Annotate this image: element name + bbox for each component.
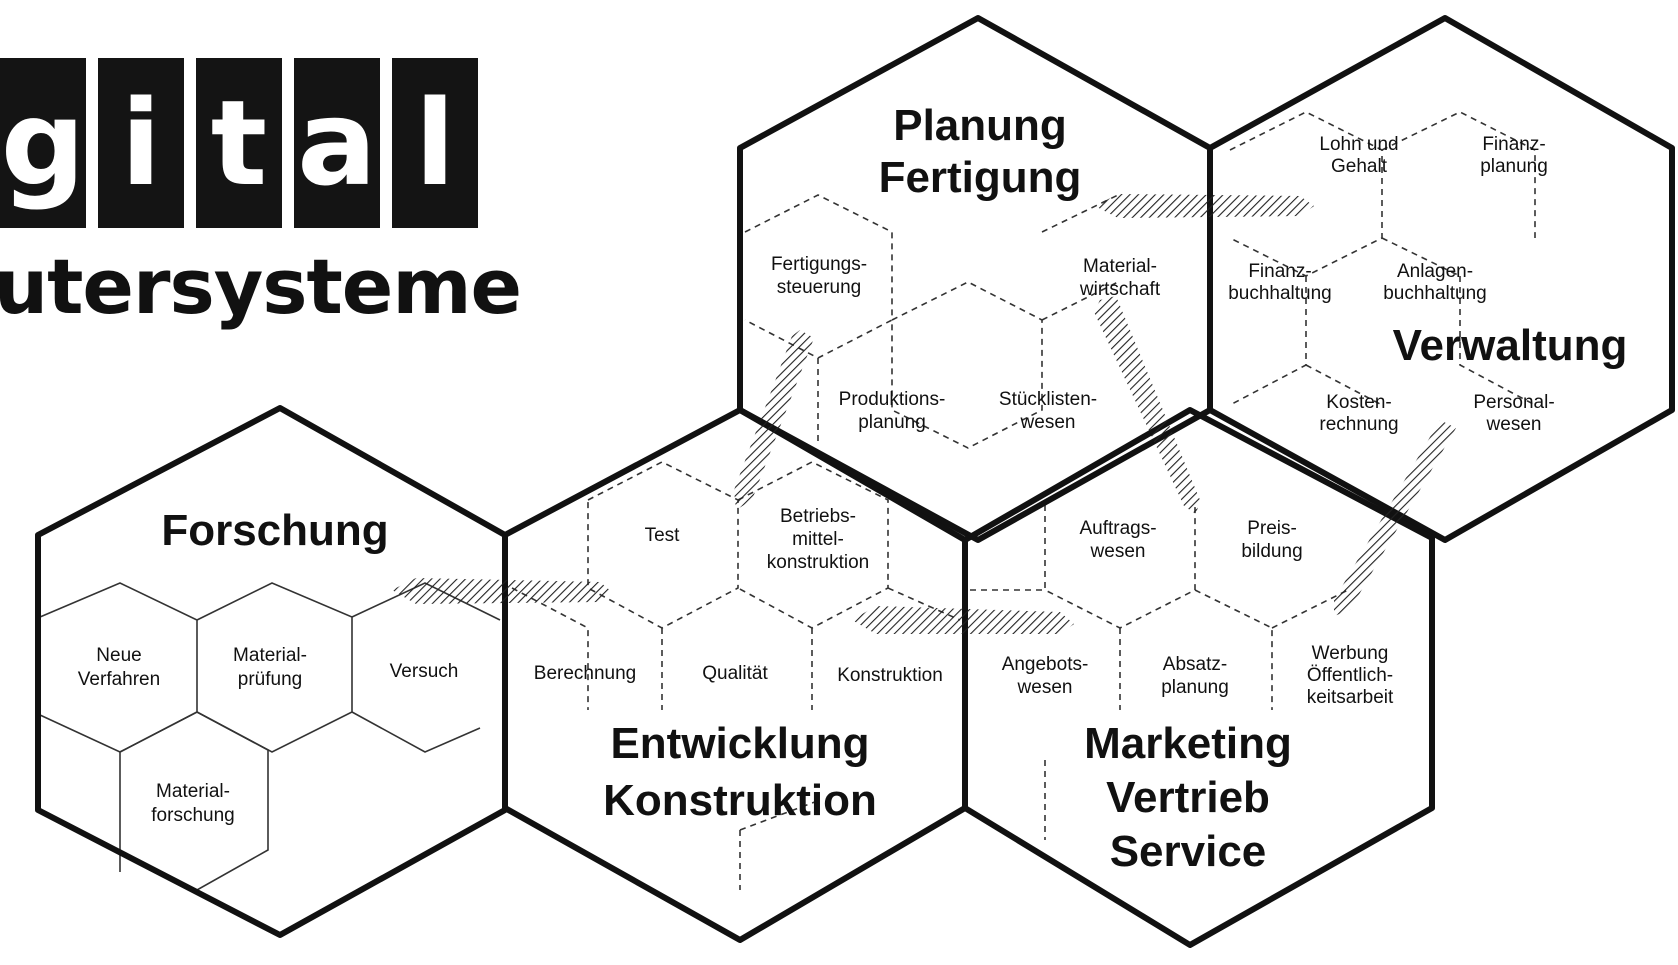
logo-letter: t	[210, 74, 268, 212]
title-marketing-line2: Vertrieb	[1106, 773, 1270, 822]
label-betriebsmittel: Betriebs-	[780, 506, 856, 527]
label-finanzplanung: Finanz-	[1482, 134, 1545, 155]
label-finanzplanung: planung	[1480, 156, 1548, 177]
title-entwicklung-line2: Konstruktion	[603, 776, 877, 825]
hexagon-verwaltung	[1207, 15, 1675, 543]
label-qualitaet: Qualität	[702, 663, 768, 684]
label-materialforschung: Material-	[156, 781, 230, 802]
label-anlagenbuchhaltung: Anlagen-	[1397, 261, 1473, 282]
label-versuch: Versuch	[390, 661, 459, 682]
label-werbung: Öffentlich-	[1307, 665, 1393, 686]
label-konstruktion: Konstruktion	[837, 665, 943, 686]
logo-letter: a	[297, 74, 377, 212]
label-auftragswesen: Auftrags-	[1079, 518, 1156, 539]
label-kostenrechnung: Kosten-	[1326, 392, 1391, 413]
label-angebotswesen: Angebots-	[1002, 654, 1089, 675]
label-werbung: Werbung	[1312, 643, 1389, 664]
label-preisbildung: bildung	[1241, 541, 1302, 562]
logo-letter-box: g	[0, 58, 86, 228]
label-absatzplanung: planung	[1161, 677, 1229, 698]
logo-letter: g	[0, 74, 86, 212]
label-stuecklistenwesen: Stücklisten-	[999, 389, 1097, 410]
label-fertigungssteuerung: steuerung	[777, 277, 862, 298]
logo-tagline: utersysteme	[0, 242, 522, 331]
flow-arrows	[392, 194, 1456, 634]
label-produktionsplanung: Produktions-	[839, 389, 946, 410]
label-materialwirtschaft: Material-	[1083, 256, 1157, 277]
label-berechnung: Berechnung	[534, 663, 636, 684]
label-materialpruefung: Material-	[233, 645, 307, 666]
label-preisbildung: Preis-	[1247, 518, 1297, 539]
label-lohn-gehalt: Lohn und	[1319, 134, 1398, 155]
hexagon-outlines	[35, 15, 1675, 948]
title-marketing-line1: Marketing	[1084, 719, 1292, 768]
label-kostenrechnung: rechnung	[1319, 414, 1398, 435]
label-absatzplanung: Absatz-	[1163, 654, 1227, 675]
label-fertigungssteuerung: Fertigungs-	[771, 254, 867, 275]
arrow-verwaltung-marketing	[1334, 420, 1456, 616]
arrow-planung-marketing	[1094, 296, 1200, 514]
label-personalwesen: wesen	[1486, 414, 1542, 435]
label-auftragswesen: wesen	[1090, 541, 1146, 562]
title-planung-line1: Planung	[893, 101, 1067, 150]
label-stuecklistenwesen: wesen	[1020, 412, 1076, 433]
label-lohn-gehalt: Gehalt	[1331, 156, 1388, 177]
label-anlagenbuchhaltung: buchhaltung	[1383, 283, 1487, 304]
department-titles: Forschung Entwicklung Konstruktion Planu…	[161, 101, 1627, 876]
title-entwicklung-line1: Entwicklung	[610, 719, 869, 768]
label-materialpruefung: prüfung	[238, 669, 302, 690]
logo-letter-box: i	[98, 58, 184, 228]
title-marketing-line3: Service	[1110, 827, 1267, 876]
cell-borders	[39, 111, 1536, 891]
arrow-planung-horizontal	[1095, 194, 1314, 218]
title-verwaltung: Verwaltung	[1393, 321, 1628, 370]
arrow-forschung-entwicklung	[392, 578, 612, 604]
label-materialforschung: forschung	[151, 805, 234, 826]
function-labels: Neue Verfahren Material- prüfung Versuch…	[78, 134, 1555, 826]
arrow-entwicklung-marketing	[852, 606, 1074, 634]
logo-letter-box: a	[294, 58, 380, 228]
label-betriebsmittel: mittel-	[792, 529, 844, 550]
label-personalwesen: Personal-	[1473, 392, 1554, 413]
label-produktionsplanung: planung	[858, 412, 926, 433]
label-neue-verfahren: Verfahren	[78, 669, 160, 690]
label-finanzbuchhaltung: buchhaltung	[1228, 283, 1332, 304]
label-werbung: keitsarbeit	[1307, 687, 1394, 708]
title-forschung: Forschung	[161, 506, 388, 555]
label-angebotswesen: wesen	[1017, 677, 1073, 698]
logo-letter: l	[414, 74, 456, 212]
logo-letter-box: t	[196, 58, 282, 228]
label-materialwirtschaft: wirtschaft	[1079, 279, 1161, 300]
logo-letter-box: l	[392, 58, 478, 228]
hexagon-marketing	[962, 407, 1435, 948]
label-test: Test	[645, 525, 681, 546]
title-planung-line2: Fertigung	[879, 153, 1082, 202]
label-finanzbuchhaltung: Finanz-	[1248, 261, 1311, 282]
label-neue-verfahren: Neue	[96, 645, 141, 666]
label-betriebsmittel: konstruktion	[767, 552, 869, 573]
logo-letter: i	[120, 74, 162, 212]
arrow-planung-entwicklung	[734, 330, 814, 510]
